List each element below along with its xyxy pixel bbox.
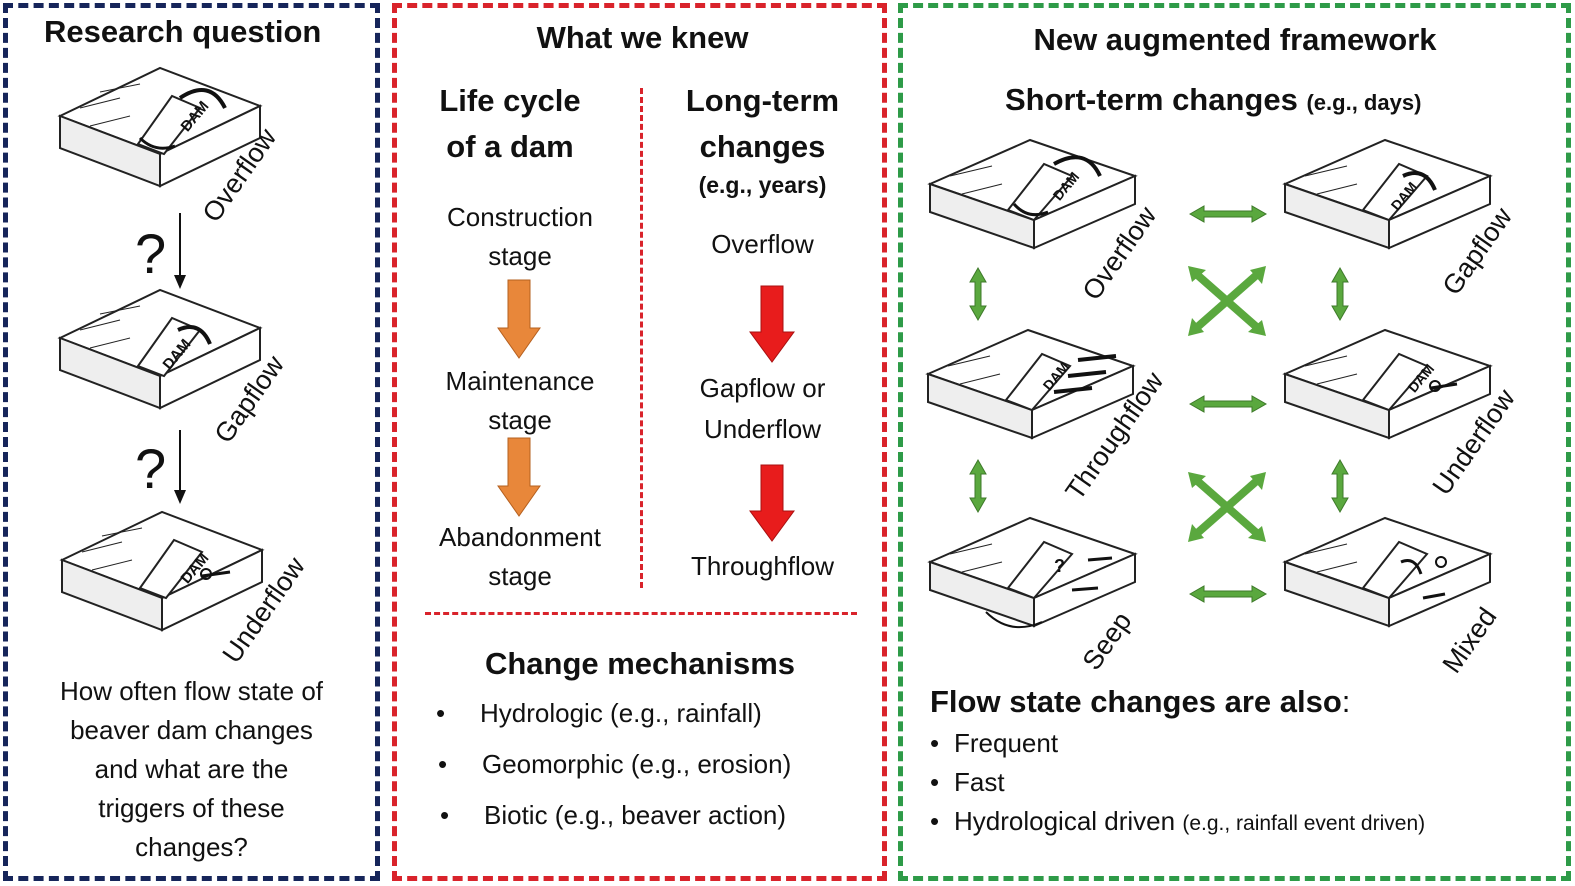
stage-arrow-1 [497,279,541,359]
stage-maintenance: Maintenance stage [415,362,625,440]
mechanism-item: • Biotic (e.g., beaver action) [430,800,870,851]
also-list: • Frequent • Fast • Hydrological driven … [930,728,1550,845]
also-item-text: Fast [954,767,1005,797]
mechanisms-title: Change mechanisms [484,646,796,681]
mechanism-text: Geomorphic (e.g., erosion) [482,749,792,779]
question-mark-2: ? [135,437,167,500]
mechanisms-list: • Hydrologic (e.g., rainfall) • Geomorph… [430,698,870,851]
panel3-title: New augmented framework [1033,22,1437,57]
also-title: Flow state changes are also: [930,684,1350,720]
also-item: • Frequent [930,728,1550,767]
mechanism-text: Biotic (e.g., beaver action) [484,800,787,830]
mechanism-text: Hydrologic (e.g., rainfall) [480,698,762,728]
stage-construction: Construction stage [415,198,625,276]
longterm-arrow-2 [749,464,795,542]
question-mark-1: ? [135,222,167,285]
overflow-dam-diagram [57,66,263,188]
longterm-arrow-1 [749,285,795,363]
mechanism-item: • Hydrologic (e.g., rainfall) [430,698,870,749]
panel1-title: Research question [44,14,322,49]
gapflow-dam-diagram [57,288,263,410]
also-item: • Hydrological driven (e.g., rainfall ev… [930,806,1550,845]
cross-arrow-top [1188,266,1266,336]
also-item-text: Frequent [954,728,1059,758]
longterm-throughflow: Throughflow [690,551,835,581]
column-divider [640,88,643,588]
stage-abandonment: Abandonment stage [415,518,625,596]
also-title-text: Flow state changes are also [930,684,1342,719]
stage-line: Maintenance [445,366,595,396]
lifecycle-heading: Life cycle of a dam [415,78,605,170]
lifecycle-heading-line: Life cycle [439,83,581,118]
mechanisms-divider [425,612,857,615]
stage-line: Abandonment [439,522,601,552]
also-title-colon: : [1341,684,1351,719]
fw-mixed-diagram [1282,516,1493,628]
stage-line: Gapflow or [699,373,826,403]
bullet: • [930,728,940,758]
stage-line: stage [488,561,552,591]
panel3-subtitle: Short-term changes (e.g., days) [1005,82,1421,118]
bullet: • [930,806,940,836]
stage-line: Construction [447,202,593,232]
fw-throughflow-diagram [925,328,1136,440]
stage-arrow-2 [497,437,541,517]
research-question-panel [3,3,380,881]
question-line: changes? [135,832,248,862]
fw-gapflow-diagram [1282,138,1493,250]
bullet: • [440,800,450,830]
question-line: and what are the [94,754,289,784]
also-item-text: Hydrological driven (e.g., rainfall even… [954,806,1425,837]
mechanism-item: • Geomorphic (e.g., erosion) [430,749,870,800]
fw-overflow-diagram [927,138,1138,250]
new-framework-panel [898,3,1571,881]
bullet: • [438,749,448,779]
down-arrow-1 [174,213,186,289]
research-question-text: How often flow state of beaver dam chang… [8,672,375,867]
also-item-main: Hydrological driven [954,806,1176,836]
question-line: triggers of these [98,793,285,823]
question-line: How often flow state of [59,676,324,706]
longterm-heading: Long-term changes [660,78,865,170]
panel2-title: What we knew [536,20,749,55]
lifecycle-heading-line: of a dam [446,129,574,164]
subtitle-main: Short-term changes [1005,82,1298,117]
seep-question-mark: ? [1054,556,1065,576]
longterm-heading-line: changes [699,129,826,164]
cross-arrow-bottom [1188,472,1266,542]
longterm-overflow: Overflow [711,229,814,259]
fw-seep-diagram [927,516,1138,629]
question-line: beaver dam changes [70,715,313,745]
bullet: • [930,767,940,797]
bullet: • [436,698,446,728]
stage-line: Underflow [703,414,822,444]
what-we-knew-panel [392,3,887,881]
also-item-note: (e.g., rainfall event driven) [1182,812,1426,835]
longterm-heading-line: Long-term [685,83,840,118]
longterm-subtitle: (e.g., years) [698,172,827,198]
stage-line: stage [488,241,552,271]
longterm-gapflow-underflow: Gapflow or Underflow [660,368,865,450]
underflow-dam-diagram [59,510,265,632]
fw-underflow-diagram [1282,328,1493,440]
subtitle-note: (e.g., days) [1306,90,1422,115]
stage-line: stage [488,405,552,435]
transition-arrows [969,205,1349,603]
down-arrow-2 [174,430,186,504]
also-item: • Fast [930,767,1550,806]
